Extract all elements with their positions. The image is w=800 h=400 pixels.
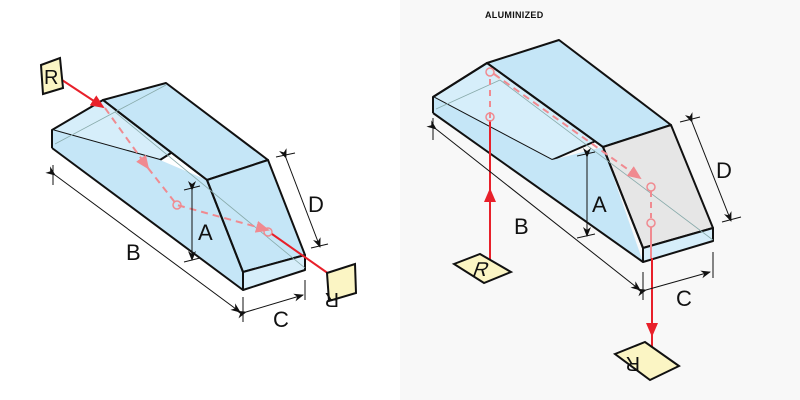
right-dimensions: A B C D bbox=[426, 112, 742, 311]
right-prism bbox=[432, 39, 714, 263]
dim-c-label: C bbox=[676, 286, 692, 311]
dim-b-label: B bbox=[514, 214, 529, 239]
output-card-letter: R bbox=[325, 288, 339, 310]
left-input-card: R bbox=[39, 56, 65, 96]
input-card-letter: R bbox=[44, 67, 58, 89]
left-output-card: R bbox=[325, 262, 358, 310]
right-input-card: R bbox=[451, 252, 514, 285]
dim-a-label: A bbox=[592, 192, 607, 217]
output-card-letter: R bbox=[626, 352, 640, 374]
right-output-card: R bbox=[612, 340, 681, 382]
aluminized-title: ALUMINIZED bbox=[485, 10, 544, 20]
dim-d-label: D bbox=[716, 158, 732, 183]
dim-a-label: A bbox=[198, 220, 213, 245]
left-dimensions: A B C D bbox=[45, 148, 329, 332]
left-prism bbox=[51, 82, 306, 291]
dim-b-label: B bbox=[126, 240, 141, 265]
dim-d-label: D bbox=[308, 192, 324, 217]
dim-c-label: C bbox=[273, 307, 289, 332]
